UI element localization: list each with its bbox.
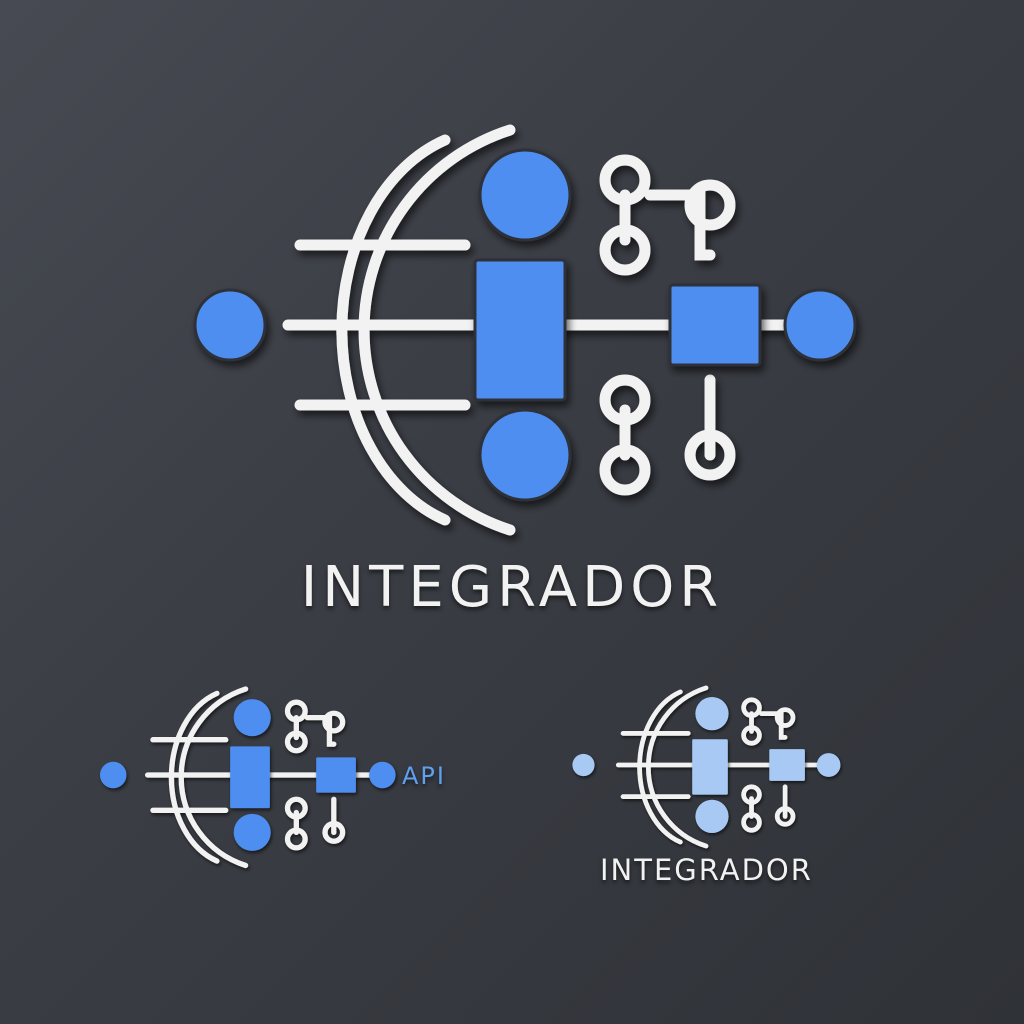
main-logo [180,110,860,540]
globe-network-icon [572,685,841,849]
api-label: API [402,762,446,790]
brand-wordmark: INTEGRADOR [300,555,724,620]
variant-b-wordmark: INTEGRADOR [600,853,813,887]
variant-b-logo [572,680,845,850]
globe-network-icon [193,124,857,536]
variant-a-logo [100,680,400,870]
globe-network-icon [100,686,396,869]
